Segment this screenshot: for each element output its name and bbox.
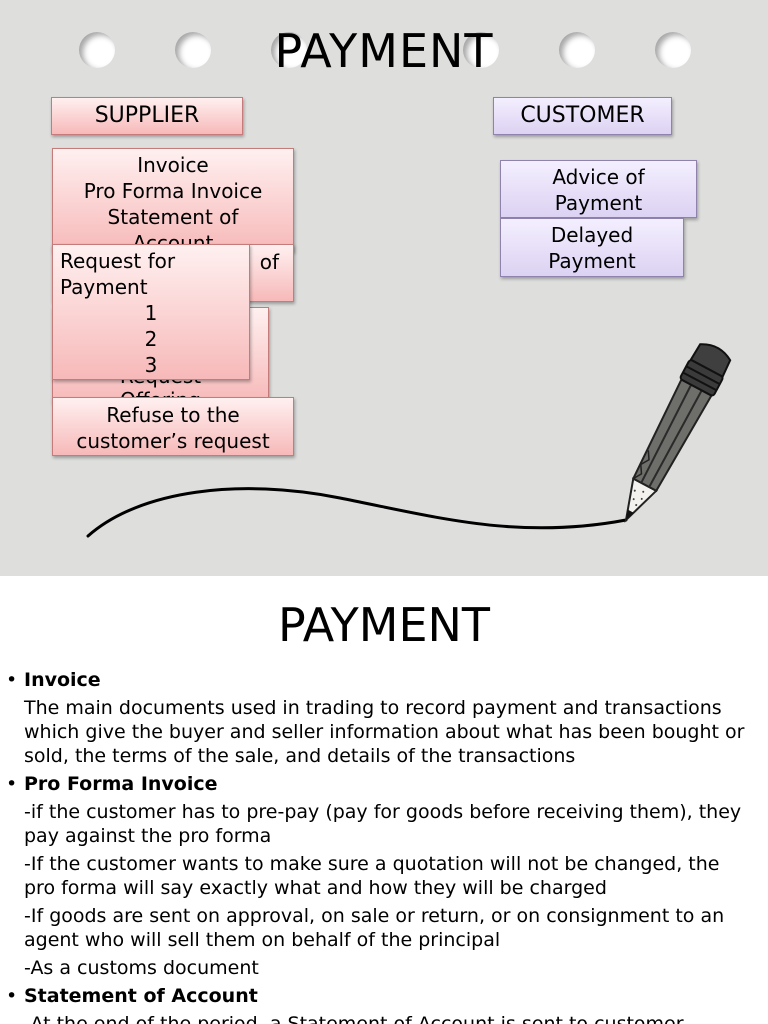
- slide-title: PAYMENT: [277, 598, 491, 652]
- binder-hole: [79, 32, 115, 68]
- list-item-heading: • Pro Forma Invoice: [0, 772, 768, 796]
- slide-payment-notes: PAYMENT • Invoice The main documents use…: [0, 576, 768, 1024]
- customer-header-label: CUSTOMER: [520, 103, 645, 128]
- list-item-paragraph: -If the customer wants to make sure a qu…: [24, 853, 720, 899]
- binder-hole: [655, 32, 691, 68]
- binder-hole: [175, 32, 211, 68]
- supplier-box-documents: Invoice Pro Forma Invoice Statement of A…: [52, 148, 294, 252]
- bullet-list: • Invoice The main documents used in tra…: [0, 668, 768, 1024]
- bullet-icon: •: [6, 985, 18, 1007]
- supplier-box-line: Payment: [60, 275, 148, 299]
- customer-box-delayed: Delayed Payment: [500, 218, 684, 277]
- slide-title: PAYMENT: [274, 24, 494, 78]
- binder-hole: [559, 32, 595, 68]
- supplier-header-label: SUPPLIER: [94, 103, 200, 128]
- bullet-icon: •: [6, 773, 18, 795]
- customer-box-line: Payment: [548, 249, 636, 273]
- supplier-box-line: 3: [144, 353, 158, 377]
- list-item-paragraph: -if the customer has to pre-pay (pay for…: [24, 801, 742, 847]
- supplier-box-line: 1: [144, 301, 158, 325]
- list-item-paragraph: -At the end of the period, a Statement o…: [24, 1013, 684, 1024]
- supplier-box-line: Refuse to the: [106, 403, 240, 427]
- customer-box-line: Delayed: [550, 223, 634, 247]
- list-item-paragraph: The main documents used in trading to re…: [24, 697, 745, 767]
- list-item-paragraph: -As a customs document: [24, 957, 259, 979]
- slide-payment-diagram: PAYMENT SUPPLIER Invoice Pro Forma Invoi…: [0, 0, 768, 576]
- supplier-box-line: Statement of: [107, 205, 239, 229]
- supplier-box-line: Invoice: [137, 153, 209, 177]
- supplier-box-line: 2: [144, 327, 158, 351]
- binder-hole: [271, 32, 307, 68]
- list-item-heading: • Statement of Account: [0, 984, 768, 1008]
- supplier-box-refuse: Refuse to the customer’s request: [52, 397, 294, 456]
- binder-hole: [463, 32, 499, 68]
- supplier-header: SUPPLIER: [51, 97, 243, 135]
- list-item-heading-text: Invoice: [24, 669, 101, 691]
- customer-header: CUSTOMER: [493, 97, 672, 135]
- list-item-heading-text: Statement of Account: [24, 985, 258, 1007]
- customer-box-line: Advice of: [552, 165, 645, 189]
- customer-box-advice: Advice of Payment: [500, 160, 697, 218]
- supplier-box-request-payment: Request for Payment 1 2 3: [52, 244, 250, 380]
- supplier-box-line: Request for: [60, 249, 176, 273]
- list-item-heading-text: Pro Forma Invoice: [24, 773, 218, 795]
- supplier-box-line: Pro Forma Invoice: [83, 179, 263, 203]
- pencil-drawing-icon: [86, 343, 732, 538]
- customer-box-line: Payment: [554, 191, 643, 215]
- list-item-heading: • Invoice: [0, 668, 768, 692]
- supplier-box-hidden-label: of: [259, 250, 279, 274]
- bullet-icon: •: [6, 669, 18, 691]
- list-item-paragraph: -If goods are sent on approval, on sale …: [24, 905, 725, 951]
- supplier-box-line: customer’s request: [76, 429, 270, 453]
